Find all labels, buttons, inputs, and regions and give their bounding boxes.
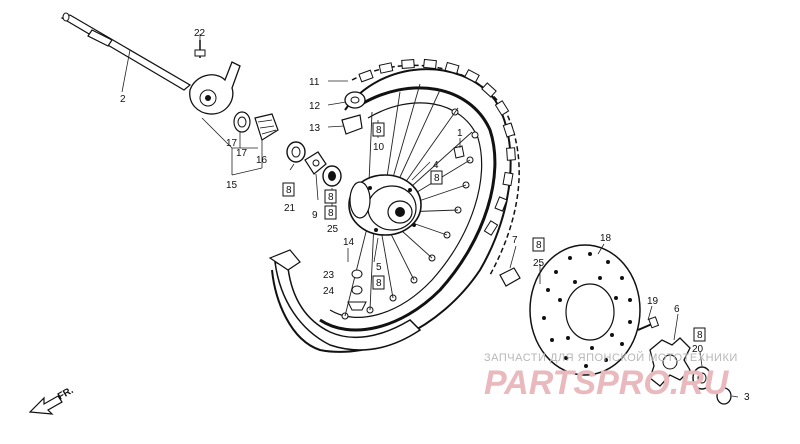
callout-13: 13 (309, 123, 321, 134)
svg-text:8: 8 (376, 278, 382, 289)
ref-box: 8 (372, 275, 385, 290)
svg-text:8: 8 (328, 192, 334, 203)
ref-box: 8 (324, 189, 337, 204)
brake-disc-18 (529, 244, 641, 376)
callout-25b: 25 (533, 258, 545, 269)
wheel-assembly (268, 58, 520, 353)
watermark: ЗАПЧАСТИ ДЛЯ ЯПОНСКОЙ МОТОТЕХНИКИ PARTSP… (484, 351, 738, 402)
collar-3 (716, 387, 732, 405)
callout-17a: 17 (226, 138, 238, 149)
callout-1: 1 (457, 128, 463, 139)
callout-4: 4 (433, 160, 439, 171)
callout-6: 6 (674, 304, 680, 315)
reference-boxes: 8 8 8 8 8 8 8 8 (282, 122, 706, 342)
speedometer-gearbox (189, 61, 241, 115)
ref-box: 8 (693, 327, 706, 342)
callout-23: 23 (323, 270, 335, 281)
svg-text:8: 8 (286, 185, 292, 196)
tire-tread-knobs (358, 58, 516, 236)
axle (60, 12, 192, 91)
dust-seal-20 (692, 366, 712, 390)
balance-weights-14 (347, 269, 367, 311)
callout-20: 20 (692, 344, 704, 355)
ref-box: 8 (532, 237, 545, 252)
arrow-icon (28, 395, 63, 415)
svg-text:8: 8 (536, 240, 542, 251)
callout-25a: 25 (327, 224, 339, 235)
callout-16: 16 (256, 155, 268, 166)
callout-15: 15 (226, 180, 238, 191)
callout-22: 22 (194, 28, 206, 39)
ref-box: 8 (282, 182, 295, 197)
svg-text:8: 8 (697, 330, 703, 341)
dust-seal-21 (286, 141, 306, 163)
watermark-subtitle: ЗАПЧАСТИ ДЛЯ ЯПОНСКОЙ МОТОТЕХНИКИ (484, 351, 738, 364)
svg-text:8: 8 (434, 173, 440, 184)
callout-3: 3 (744, 392, 750, 403)
callout-9: 9 (312, 210, 318, 221)
speedometer-gear-6 (649, 337, 691, 387)
bolt-19 (637, 316, 660, 331)
retainer-9 (304, 151, 327, 175)
tire (271, 68, 512, 353)
tube-valve-parts (341, 91, 366, 135)
front-label: FR. (56, 385, 76, 403)
callout-24: 24 (323, 286, 335, 297)
callout-11: 11 (309, 77, 320, 88)
front-direction-indicator: FR. (28, 385, 76, 415)
watermark-brand: PARTSPRO.RU (484, 364, 730, 402)
svg-text:8: 8 (376, 125, 382, 136)
hub (348, 174, 422, 236)
callout-5: 5 (376, 262, 382, 273)
callout-19: 19 (647, 296, 659, 307)
rim-band (274, 260, 422, 351)
callout-18: 18 (600, 233, 612, 244)
spoke-nipple-part (453, 145, 465, 159)
callout-14: 14 (343, 237, 355, 248)
ref-box: 8 (324, 205, 337, 220)
ref-box: 8 (372, 122, 385, 137)
callout-7: 7 (512, 235, 518, 246)
ref-box: 8 (430, 170, 443, 185)
bolt-22 (194, 40, 206, 58)
callout-2: 2 (120, 94, 126, 105)
callout-17b: 17 (236, 148, 248, 159)
callout-21: 21 (284, 203, 296, 214)
callout-10: 10 (373, 142, 385, 153)
svg-text:8: 8 (328, 208, 334, 219)
gear-parts (233, 111, 279, 141)
callout-12: 12 (309, 101, 321, 112)
rim (319, 86, 497, 332)
distance-collar-7 (499, 267, 521, 287)
bearing-25-left (322, 165, 342, 187)
callout-labels: 1 2 3 4 5 6 7 9 10 11 12 13 14 15 16 17 … (120, 28, 750, 403)
